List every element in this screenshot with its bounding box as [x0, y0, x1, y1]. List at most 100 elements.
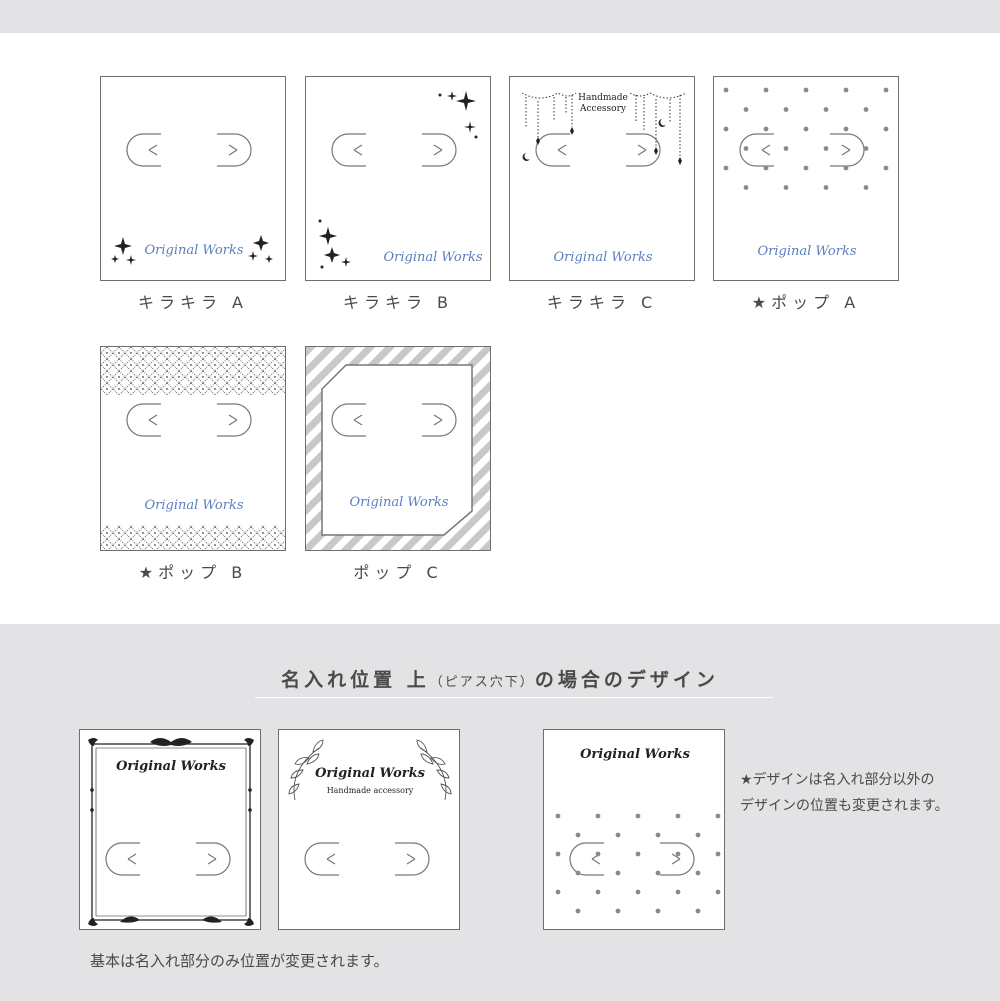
design-card-pop-b[interactable]: Original Works — [100, 346, 286, 551]
dot — [803, 87, 809, 93]
note-star: ★デザインは名入れ部分以外の デザインの位置も変更されます。 — [740, 767, 949, 819]
sample-card-dots[interactable]: Original Works — [543, 729, 725, 930]
dot — [575, 908, 581, 914]
dot — [615, 832, 621, 838]
sample-card-ornate[interactable]: Original Works — [79, 729, 261, 930]
dot — [803, 165, 809, 171]
dot — [723, 126, 729, 132]
card-art — [318, 91, 478, 269]
dot — [883, 165, 889, 171]
dot — [695, 908, 701, 914]
card-art — [723, 87, 889, 190]
dot — [743, 107, 749, 112]
dot — [803, 126, 809, 132]
card-art — [521, 92, 687, 167]
dot — [723, 87, 729, 93]
dot — [615, 870, 621, 876]
dot — [843, 165, 849, 171]
card-art — [306, 347, 490, 550]
design-card-kirakira-b[interactable]: Original Works — [305, 76, 491, 281]
brand-text: Original Works — [553, 250, 653, 265]
brand-text: Original Works — [315, 766, 425, 781]
moon-star-icon — [522, 119, 682, 165]
dot — [655, 832, 661, 838]
brand-text: Original Works — [580, 747, 690, 762]
dot — [695, 832, 701, 838]
top-band — [0, 0, 1000, 33]
dot — [723, 165, 729, 171]
design-card-pop-a[interactable]: Original Works — [713, 76, 899, 281]
design-card-kirakira-a[interactable]: Original Works — [100, 76, 286, 281]
dot — [635, 851, 641, 857]
brand-text: Original Works — [144, 243, 244, 258]
dot — [555, 889, 561, 895]
heading-tail: の場合のデザイン — [534, 669, 719, 691]
sub-text: Accessory — [580, 104, 626, 114]
note-star-line2: デザインの位置も変更されます。 — [740, 798, 949, 814]
card-art — [101, 347, 285, 550]
sparkle-icon — [318, 91, 478, 269]
heading-underline — [255, 697, 773, 698]
brand-text: Original Works — [144, 498, 244, 513]
brand-text: Original Works — [757, 244, 857, 259]
sub-text: Handmade accessory — [326, 786, 414, 795]
dot — [655, 870, 661, 876]
heading-paren: （ピアス穴下） — [429, 675, 535, 690]
design-label: ★ポップ A — [751, 293, 861, 312]
dot — [555, 851, 561, 857]
dot — [763, 87, 769, 93]
dot — [783, 146, 789, 151]
dot — [743, 185, 749, 190]
dot — [555, 813, 561, 819]
section-heading: 名入れ位置 上（ピアス穴下）の場合のデザイン — [250, 665, 750, 692]
design-label: ポップ C — [353, 563, 443, 582]
dot — [595, 851, 601, 857]
card-art — [555, 813, 721, 914]
garland-icon — [521, 92, 687, 157]
dot — [655, 908, 661, 914]
dot — [863, 185, 869, 190]
design-label: キラキラ A — [137, 293, 249, 312]
sparkle-icon — [111, 235, 273, 265]
dot — [783, 107, 789, 112]
dot — [675, 813, 681, 819]
dot — [823, 107, 829, 112]
note-star-line1: ★デザインは名入れ部分以外の — [740, 772, 935, 788]
card-art — [111, 133, 273, 265]
design-card-pop-c[interactable]: Original Works — [305, 346, 491, 551]
design-card-kirakira-c[interactable]: Handmade Accessory Original Works — [509, 76, 695, 281]
dot — [675, 889, 681, 895]
dot — [783, 185, 789, 190]
ornate-frame-icon — [88, 738, 254, 926]
dot — [615, 908, 621, 914]
dot — [595, 813, 601, 819]
design-label: キラキラ B — [342, 293, 454, 312]
dot — [823, 185, 829, 190]
dot — [743, 146, 749, 151]
design-label: キラキラ C — [546, 293, 658, 312]
dot — [763, 165, 769, 171]
dot — [763, 126, 769, 132]
dot — [635, 889, 641, 895]
brand-text: Original Works — [116, 759, 226, 774]
dot — [715, 889, 721, 895]
dot — [843, 87, 849, 93]
dot — [823, 146, 829, 151]
dot — [843, 126, 849, 132]
dot — [715, 851, 721, 857]
design-label: ★ポップ B — [138, 563, 248, 582]
dot — [863, 107, 869, 112]
brand-text: Original Works — [383, 250, 483, 265]
dot — [635, 813, 641, 819]
note-basic: 基本は名入れ部分のみ位置が変更されます。 — [90, 952, 389, 970]
dot — [863, 146, 869, 151]
dot — [575, 832, 581, 838]
sample-card-laurel[interactable]: Original Works Handmade accessory — [278, 729, 460, 930]
sub-text: Handmade — [578, 93, 628, 103]
laurel-icon — [288, 739, 452, 876]
dot — [595, 889, 601, 895]
heading-main: 名入れ位置 上 — [281, 669, 430, 691]
brand-text: Original Works — [349, 495, 449, 510]
dot — [695, 870, 701, 876]
dot — [675, 851, 681, 857]
